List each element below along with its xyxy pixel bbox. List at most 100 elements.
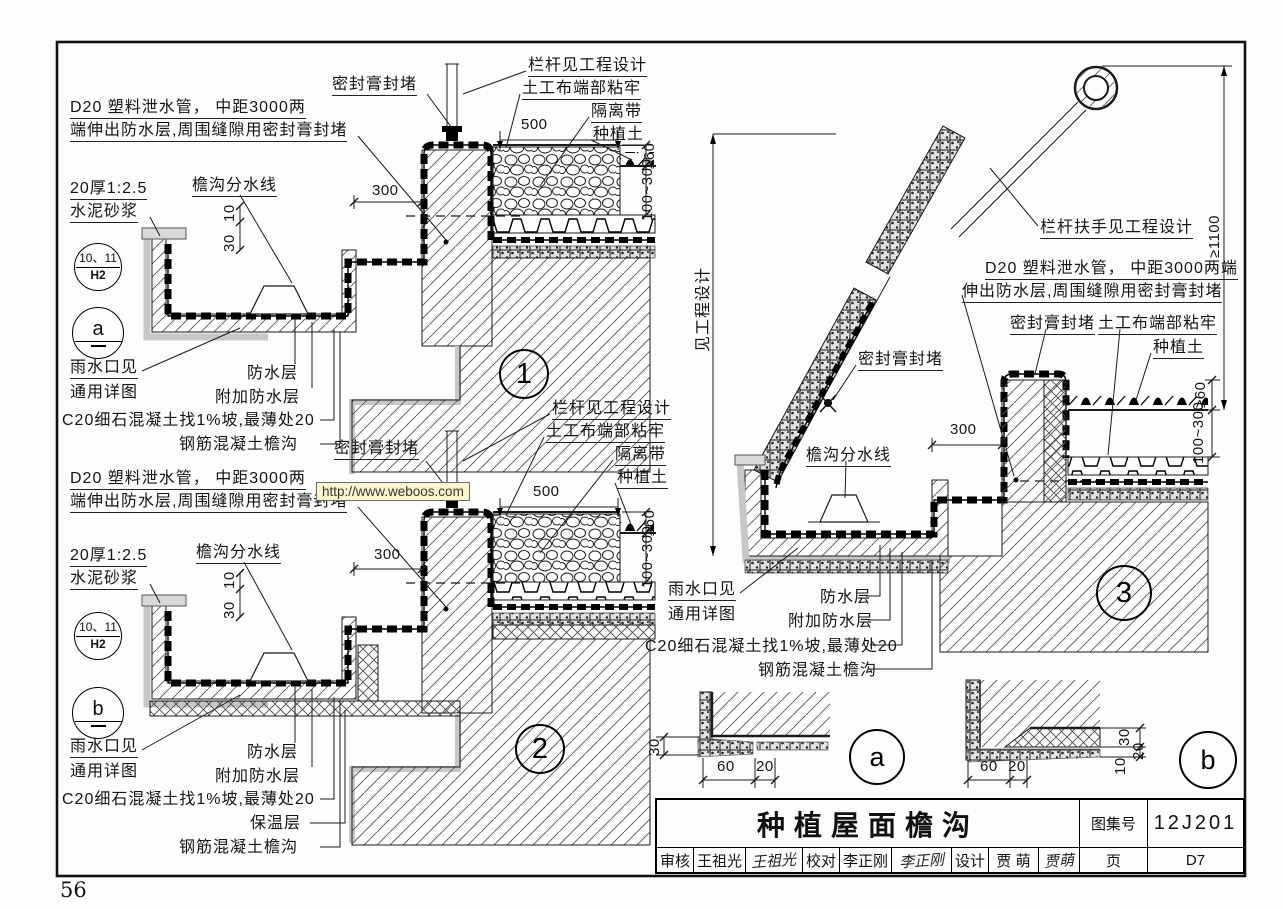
label-isolation-d1: 隔离带 [591,103,643,124]
detail-3-drawing [710,65,1232,670]
label-divide-d3: 檐沟分水线 [806,447,892,468]
dim-300-d2: 300 [374,546,401,563]
label-rain2-d1: 通用详图 [70,384,139,401]
label-rain2-d2: 通用详图 [70,763,139,780]
label-pipe1-d3: D20 塑料泄水管， 中距3000两端 [985,260,1238,281]
detail-number-1: 1 [499,349,549,399]
designer-signature: 贾萌 [1039,848,1080,872]
dim-100-300-d1: 100~300 [639,158,656,221]
label-sealant-curb-d3: 密封膏封堵 [1010,315,1096,336]
small-detail-b-drawing [963,679,1146,788]
label-mortar1-d2: 20厚1:2.5 [70,547,148,568]
checker-name: 李正刚 [840,848,892,872]
label-geotextile-d2: 土工布端部粘牢 [546,423,666,444]
dim-10-d2: 10 [221,571,238,589]
label-waterproof-d3: 防水层 [820,589,872,606]
reviewer-name: 王祖光 [694,848,746,872]
title-block: 种植屋面檐沟 图集号 12J201 审核 王祖光 王祖光 校对 李正刚 李正刚 … [655,798,1245,874]
dim-60-small-a: 60 [717,758,735,775]
small-detail-a-drawing [656,691,830,788]
ref-pages-d1: 10、11 [76,252,120,268]
label-railing-d2: 栏杆见工程设计 [552,400,672,421]
label-rc-gutter-d3: 钢筋混凝土檐沟 [758,662,878,679]
dim-10-small-b: 10 [1112,757,1129,775]
label-waterproof-d2: 防水层 [247,744,299,761]
dim-30-d1: 30 [221,234,238,252]
label-waterproof-d1: 防水层 [247,365,299,382]
small-detail-letter-a: a [849,729,905,785]
dim-30-small-a: 30 [646,738,663,756]
section-circle-a-d1: a [72,307,124,359]
section-circle-b-d2: b [72,687,124,739]
detail-2-drawing [141,413,656,848]
label-waterproof-add-d2: 附加防水层 [215,768,301,785]
label-pipe1-d2: D20 塑料泄水管， 中距3000两 [70,470,306,491]
atlas-number-value: 12J201 [1153,812,1238,834]
detail-number-3: 3 [1096,565,1152,621]
dim-20v-small-b: 20 [1130,742,1147,760]
checker-signature: 李正刚 [892,848,952,872]
label-sealant-d2: 密封膏封堵 [334,440,420,461]
dim-30-d2: 30 [221,601,238,619]
watermark[interactable]: http://www.weboos.com [316,482,470,501]
page-number: 56 [60,878,87,902]
label-soil-d3: 种植土 [1153,339,1205,360]
label-mortar2-d2: 水泥砂浆 [70,570,139,591]
ref-pages-d2: 10、11 [76,621,120,637]
section-letter-a: a [74,319,122,342]
label-soil-d1: 种植土 [593,126,645,147]
dim-60-small-b: 60 [980,758,998,775]
label-per-design-d3: 见工程设计 [695,266,712,352]
detail-number-2: 2 [515,724,565,774]
label-rc-gutter-d2: 钢筋混凝土檐沟 [179,839,299,856]
dim-10-d1: 10 [221,204,238,222]
label-pipe2-d1: 端伸出防水层,周围缝隙用密封膏封堵 [70,122,348,143]
ref-code-d2: H2 [90,636,106,651]
designer-name: 贾 萌 [989,848,1039,872]
ref-circle-d1: 10、11 H2 [74,243,122,291]
label-rain1-d3: 雨水口见 [668,581,737,602]
page-label: 页 [1080,848,1148,872]
label-geotextile-d3: 土工布端部粘牢 [1098,315,1218,336]
label-rain2-d3: 通用详图 [668,606,737,623]
section-letter-b: b [74,699,122,722]
reviewer-signature: 王祖光 [746,848,803,872]
label-mortar1-d1: 20厚1:2.5 [70,180,148,201]
label-isolation-d2: 隔离带 [615,446,667,467]
label-waterproof-add-d3: 附加防水层 [788,613,874,630]
atlas-number-label: 图集号 [1080,800,1148,847]
drawing-title: 种植屋面檐沟 [657,800,1080,847]
label-mortar2-d1: 水泥砂浆 [70,203,139,224]
check-label: 校对 [803,848,840,872]
label-sealant-slope-d3: 密封膏封堵 [858,351,944,372]
dim-300-d3: 300 [950,421,977,438]
ref-code-d1: H2 [90,267,106,282]
label-pipe2-d2: 端伸出防水层,周围缝隙用密封膏封堵 [70,493,348,514]
label-rc-gutter-d1: 钢筋混凝土檐沟 [179,436,299,453]
sheet-border [55,40,1247,878]
dim-500-d1: 500 [521,116,548,133]
label-railing-d1: 栏杆见工程设计 [528,57,648,78]
label-insulation-d2: 保温层 [250,815,302,832]
label-geotextile-d1: 土工布端部粘牢 [522,80,642,101]
label-divide-d1: 檐沟分水线 [192,177,278,198]
label-handrail-d3: 栏杆扶手见工程设计 [1040,219,1194,240]
dim-100-300-d2: 100~300 [639,525,656,588]
label-c20-d1: C20细石混凝土找1%坡,最薄处20 [62,412,315,429]
dim-20-small-b: 20 [1008,758,1026,775]
dim-500-d2: 500 [533,483,560,500]
dim-300-d1: 300 [372,182,399,199]
ref-circle-d2: 10、11 H2 [74,612,122,660]
small-detail-letter-b: b [1179,731,1237,789]
review-label: 审核 [657,848,694,872]
label-waterproof-add-d1: 附加防水层 [215,389,301,406]
dim-20-small-a: 20 [756,758,774,775]
page-value: D7 [1185,851,1206,869]
label-pipe1-d1: D20 塑料泄水管， 中距3000两 [70,99,306,120]
label-divide-d2: 檐沟分水线 [196,544,282,565]
label-sealant-d1: 密封膏封堵 [332,76,418,97]
label-rain1-d2: 雨水口见 [70,738,139,759]
dim-100-300-d3: 100~300 [1190,401,1207,464]
label-pipe2-d3: 伸出防水层,周围缝隙用密封膏封堵 [962,283,1223,304]
